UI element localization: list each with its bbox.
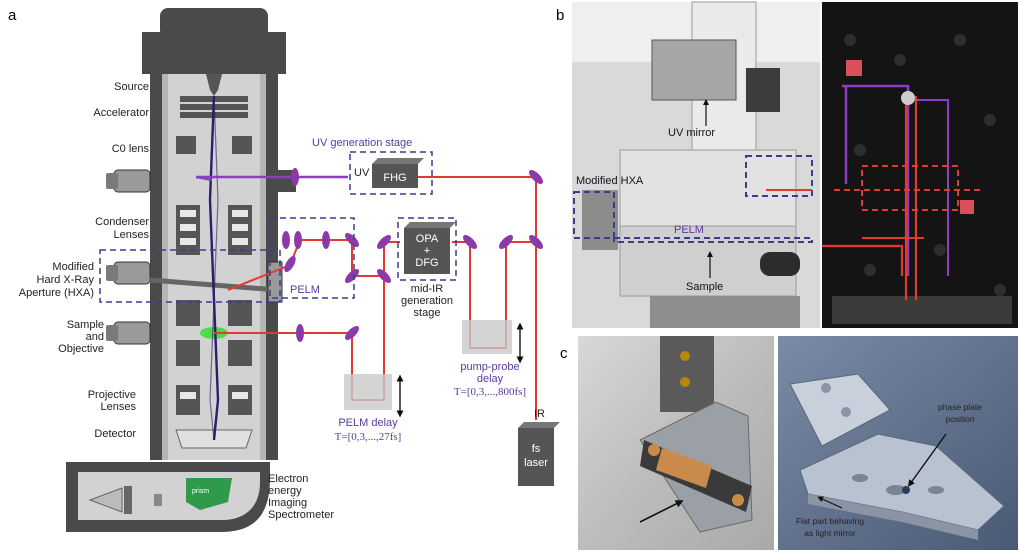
label-source: Source bbox=[114, 81, 149, 93]
pelm-label: PELM bbox=[290, 284, 320, 296]
label-c0-lens: C0 lens bbox=[112, 143, 150, 155]
label-condenser-2: Lenses bbox=[114, 229, 150, 241]
pump-probe-label-2: delay bbox=[477, 373, 504, 385]
flat-part-label-2: as light mirror bbox=[804, 528, 856, 538]
prism-shape bbox=[186, 478, 232, 510]
flat-part-label-1: Flat part behaving bbox=[796, 516, 864, 526]
label-sample-2: and bbox=[86, 331, 104, 343]
dfg-label: DFG bbox=[415, 257, 438, 269]
label-spectrometer-4: Spectrometer bbox=[268, 509, 334, 521]
label-projective-2: Lenses bbox=[101, 401, 137, 413]
panel-label-a: a bbox=[8, 7, 17, 24]
pump-probe-label-1: pump-probe bbox=[460, 361, 519, 373]
midir-label-3: stage bbox=[414, 307, 441, 319]
pump-probe-time: T=[0,3,...,800fs] bbox=[454, 386, 526, 398]
panel-label-c: c bbox=[560, 345, 568, 362]
label-sample-3: Objective bbox=[58, 343, 104, 355]
label-spectrometer-2: energy bbox=[268, 485, 302, 497]
pelm-delay-label: PELM delay bbox=[338, 417, 398, 429]
fhg-label: FHG bbox=[383, 172, 406, 184]
column-labels: Source Accelerator C0 lens Condenser Len… bbox=[19, 81, 335, 521]
fs-laser: IR fs laser bbox=[518, 408, 560, 486]
uv-label: UV bbox=[354, 167, 370, 179]
photo-modified-hxa: Modified HXA bbox=[576, 175, 644, 187]
label-detector: Detector bbox=[94, 428, 136, 440]
photo-pelm: PELM bbox=[674, 224, 704, 236]
label-spectrometer-3: Imaging bbox=[268, 497, 307, 509]
pump-probe-delay: pump-probe delay T=[0,3,...,800fs] bbox=[454, 320, 526, 398]
phase-plate-label-2: position bbox=[945, 414, 975, 424]
label-accelerator: Accelerator bbox=[93, 107, 149, 119]
plus-label: + bbox=[424, 245, 430, 257]
pelm-box: PELM bbox=[99, 217, 355, 303]
uv-generation-stage: UV generation stage UV FHG bbox=[312, 137, 433, 195]
label-projective-1: Projective bbox=[88, 389, 136, 401]
photo-uv-mirror: UV mirror bbox=[668, 127, 715, 139]
label-sample-1: Sample bbox=[67, 319, 104, 331]
mid-ir-generation-stage: OPA + DFG mid-IR generation stage bbox=[397, 217, 457, 319]
prism-label: prism bbox=[192, 488, 209, 495]
pelm-delay-time: T=[0,3,...,27fs] bbox=[335, 431, 402, 443]
label-hxa-3: Aperture (HXA) bbox=[19, 287, 94, 299]
mirrors bbox=[282, 168, 543, 342]
phase-plate-label-1: phase plate bbox=[938, 402, 982, 412]
opa-label: OPA bbox=[416, 233, 439, 245]
fs-label: fs bbox=[532, 443, 541, 455]
label-hxa-2: Hard X-Ray bbox=[37, 274, 95, 286]
midir-label-2: generation bbox=[401, 295, 453, 307]
photo-sample: Sample bbox=[686, 281, 723, 293]
photo-b-optical-table bbox=[822, 2, 1018, 328]
uv-stage-label: UV generation stage bbox=[312, 137, 412, 149]
photo-b-microscope: UV mirror Modified HXA PELM Sample bbox=[572, 1, 820, 328]
laser-label: laser bbox=[524, 457, 548, 469]
panel-label-b: b bbox=[556, 7, 564, 24]
pelm-delay: PELM delay T=[0,3,...,27fs] bbox=[335, 374, 404, 443]
label-condenser-1: Condenser bbox=[95, 216, 149, 228]
midir-label-1: mid-IR bbox=[411, 283, 443, 295]
photo-c-holder bbox=[578, 336, 774, 550]
photo-c-cad: phase plate position Flat part behaving … bbox=[778, 336, 1018, 550]
microscope-column: prism bbox=[66, 8, 296, 532]
ir-label: IR bbox=[534, 408, 545, 420]
label-spectrometer-1: Electron bbox=[268, 473, 308, 485]
label-hxa-1: Modified bbox=[52, 261, 94, 273]
